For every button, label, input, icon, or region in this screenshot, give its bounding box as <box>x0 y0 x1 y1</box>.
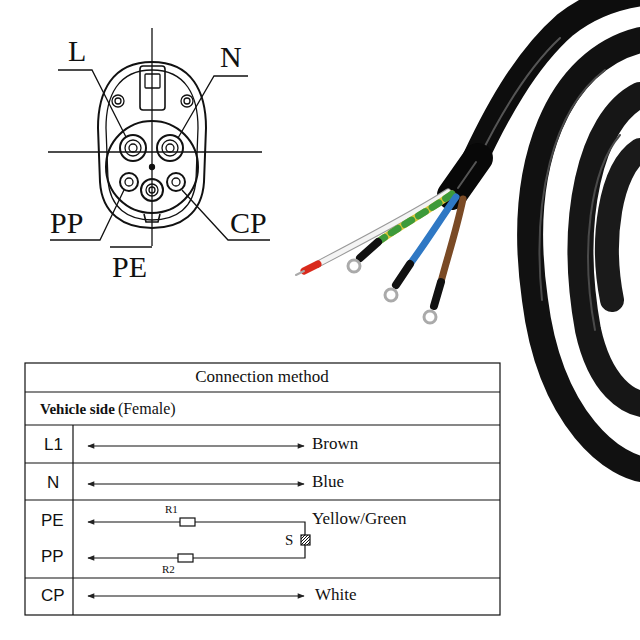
pin-name: L1 <box>44 436 63 455</box>
connection-table <box>25 363 500 615</box>
pin-name: PP <box>41 548 64 567</box>
resistor-label: R2 <box>162 563 175 575</box>
pin-name: L <box>68 34 86 67</box>
pin-name: PP <box>50 206 83 239</box>
table-header: Connection method <box>195 368 329 387</box>
pin-name: CP <box>230 206 267 239</box>
table-cell: (Female) <box>118 400 176 418</box>
pin-name: PE <box>41 512 64 531</box>
switch-label: S <box>285 532 293 549</box>
wire-color: Brown <box>312 435 358 454</box>
wire-color: White <box>315 586 357 605</box>
resistor-label: R1 <box>165 503 178 515</box>
connector-face <box>48 28 270 247</box>
wire-color: Yellow/Green <box>312 510 407 529</box>
cable-illustration <box>296 0 640 470</box>
pin-name: CP <box>41 587 65 606</box>
wire-color: Blue <box>312 473 344 492</box>
pin-name: PE <box>112 250 147 283</box>
pin-name: N <box>220 40 242 73</box>
table-cell: Vehicle side <box>40 401 115 418</box>
pin-name: N <box>47 474 59 493</box>
